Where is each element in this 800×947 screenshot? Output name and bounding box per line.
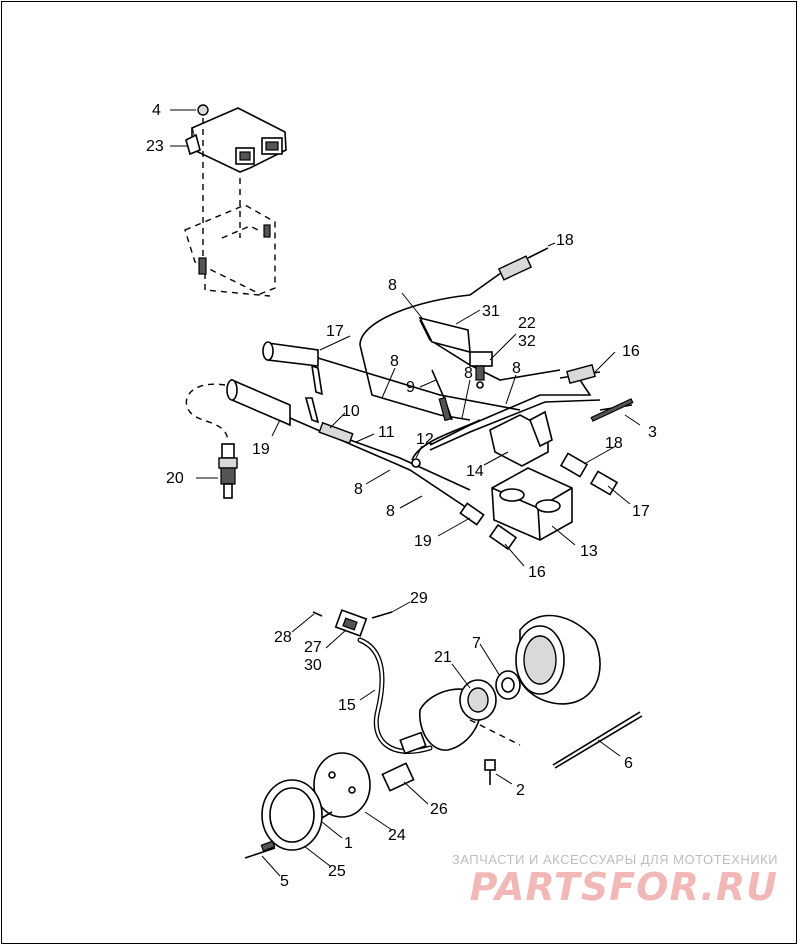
callout-11: 11	[378, 424, 395, 441]
callout-20: 20	[166, 470, 184, 487]
boot-17	[589, 470, 619, 496]
callout-8: 8	[390, 353, 399, 370]
callout-15: 15	[338, 697, 356, 714]
callout-5: 5	[280, 873, 289, 890]
callout-9: 9	[406, 379, 415, 396]
sleeve-10	[318, 421, 354, 445]
spark-plug-20	[218, 443, 238, 499]
callout-17: 17	[632, 503, 650, 520]
cable-strap-6	[552, 711, 643, 769]
callout-28: 28	[274, 629, 292, 646]
coil-bracket-14	[489, 410, 553, 467]
callout-18: 18	[556, 232, 574, 249]
callout-8: 8	[464, 365, 473, 382]
screw-2	[484, 759, 496, 785]
harness-to-18	[359, 269, 506, 346]
sensor-22-32	[469, 351, 493, 389]
callout-19: 19	[414, 533, 432, 550]
mounting-bracket-dashed	[184, 204, 276, 297]
connector-18-top	[497, 247, 549, 281]
callout-25: 25	[328, 863, 346, 880]
watermark-tagline: ЗАПЧАСТИ И АКСЕССУАРЫ ДЛЯ МОТОТЕХНИКИ	[451, 852, 778, 867]
callout-21: 21	[434, 649, 452, 666]
housing-shape	[515, 614, 601, 705]
harness-right	[429, 363, 601, 451]
callout-26: 26	[430, 801, 448, 818]
wire-11	[349, 439, 471, 491]
terminal-29	[371, 611, 393, 619]
callout-17: 17	[326, 323, 344, 340]
callout-23: 23	[146, 138, 164, 155]
callout-19: 19	[252, 441, 270, 458]
callout-16: 16	[528, 564, 546, 581]
rotor-26	[381, 762, 415, 792]
callout-22: 22	[518, 315, 536, 332]
connector-16-top	[566, 363, 596, 385]
callout-3: 3	[648, 424, 657, 441]
callout-labels: 4 23 18 8 31 22 32 17 8 16 9 8 8 10 3 11…	[146, 102, 657, 890]
leader-lines	[170, 109, 641, 877]
callout-8: 8	[386, 503, 395, 520]
stud-bolt	[198, 257, 207, 275]
callout-18: 18	[605, 435, 623, 452]
callout-8: 8	[388, 277, 397, 294]
rivet-5	[244, 840, 276, 859]
seal-7	[495, 670, 521, 700]
nut-4	[197, 104, 209, 116]
callout-4: 4	[152, 102, 161, 119]
callout-31: 31	[482, 303, 500, 320]
plate-24	[313, 752, 371, 818]
watermark-logo: PARTSFOR.RU	[469, 865, 778, 909]
boot-16	[488, 523, 518, 551]
boot-18	[559, 452, 589, 478]
callout-8: 8	[354, 481, 363, 498]
bolt-9	[431, 369, 453, 422]
watermark: ЗАПЧАСТИ И АКСЕССУАРЫ ДЛЯ МОТОТЕХНИКИ PA…	[452, 852, 778, 907]
connector-27-30	[334, 609, 368, 637]
callout-16: 16	[622, 343, 640, 360]
ignition-coil-13	[491, 467, 573, 541]
callout-24: 24	[388, 827, 406, 844]
callout-6: 6	[624, 755, 633, 772]
clip-12	[411, 458, 421, 468]
callout-13: 13	[580, 543, 598, 560]
callout-32: 32	[518, 333, 536, 350]
callout-27: 27	[304, 639, 322, 656]
sensor-plate-21	[419, 679, 497, 751]
callout-2: 2	[516, 782, 525, 799]
callout-1: 1	[344, 835, 353, 852]
ignition-module-23	[185, 107, 287, 173]
callout-7: 7	[472, 635, 481, 652]
callout-12: 12	[416, 431, 434, 448]
callout-14: 14	[466, 463, 484, 480]
callout-10: 10	[342, 403, 360, 420]
spark-plug-wire-17	[262, 341, 521, 411]
callout-8: 8	[512, 360, 521, 377]
callout-29: 29	[410, 590, 428, 607]
callout-30: 30	[304, 657, 322, 674]
gasket-25	[261, 779, 323, 851]
sensor-cable-15	[357, 637, 433, 755]
terminal-28	[312, 611, 323, 617]
